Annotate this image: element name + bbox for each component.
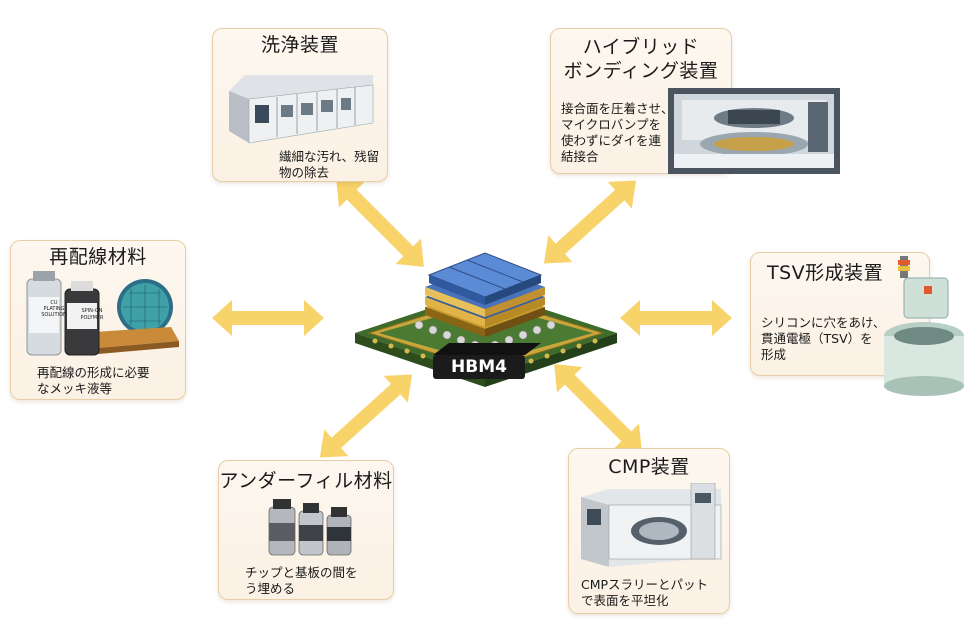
tsv-machine-image bbox=[876, 256, 972, 402]
arrow-underfill bbox=[319, 374, 413, 458]
card-hybrid-title: ハイブリッド ボンディング装置 bbox=[563, 36, 719, 82]
card-tsv-title: TSV形成装置 bbox=[767, 262, 884, 284]
card-redist-title: 再配線材料 bbox=[49, 246, 147, 268]
hbm4-label: HBM4 bbox=[451, 357, 507, 377]
arrow-hybrid bbox=[543, 180, 637, 264]
redist-materials-image: CU PLATING SOLUTION SPIN-ON POLYMER bbox=[21, 269, 181, 365]
card-cleaning-title: 洗浄装置 bbox=[260, 34, 339, 56]
card-redist: 再配線材料 CU PLATING SOLUTION SPIN-ON POLYME bbox=[10, 240, 186, 400]
arrow-cmp bbox=[554, 364, 642, 452]
card-cleaning: 洗浄装置 繊細な汚れ、残留 物の除去 bbox=[212, 28, 388, 182]
arrow-redist bbox=[212, 300, 324, 336]
cmp-machine-image bbox=[579, 482, 723, 573]
card-tsv-desc: シリコンに穴をあけ、 貫通電極（TSV）を 形成 bbox=[761, 315, 886, 362]
cleaning-machine-image bbox=[225, 61, 375, 155]
bottle1-label: CU PLATING SOLUTION bbox=[41, 300, 67, 318]
card-underfill-title: アンダーフィル材料 bbox=[219, 470, 393, 492]
arrow-tsv bbox=[620, 300, 732, 336]
card-redist-desc: 再配線の形成に必要 なメッキ液等 bbox=[37, 365, 150, 396]
hbm4-chip: HBM4 bbox=[345, 245, 625, 395]
card-hybrid-desc: 接合面を圧着させ、 マイクロバンプを 使わずにダイを連 結接合 bbox=[561, 101, 674, 164]
card-cleaning-desc: 繊細な汚れ、残留 物の除去 bbox=[279, 149, 380, 180]
bonding-machine-image bbox=[668, 88, 840, 178]
card-cmp: CMP装置 CMPスラリーとパット で表面を平坦化 bbox=[568, 448, 730, 614]
arrow-cleaning bbox=[336, 179, 424, 267]
card-cmp-title: CMP装置 bbox=[608, 456, 690, 478]
card-cmp-desc: CMPスラリーとパット で表面を平坦化 bbox=[581, 577, 709, 608]
bottle2-label: SPIN-ON POLYMER bbox=[80, 308, 104, 321]
card-underfill-desc: チップと基板の間を う埋める bbox=[245, 565, 358, 596]
card-underfill: アンダーフィル材料 チップと基板の間を う埋める bbox=[218, 460, 394, 600]
underfill-bottles-image bbox=[267, 497, 355, 561]
